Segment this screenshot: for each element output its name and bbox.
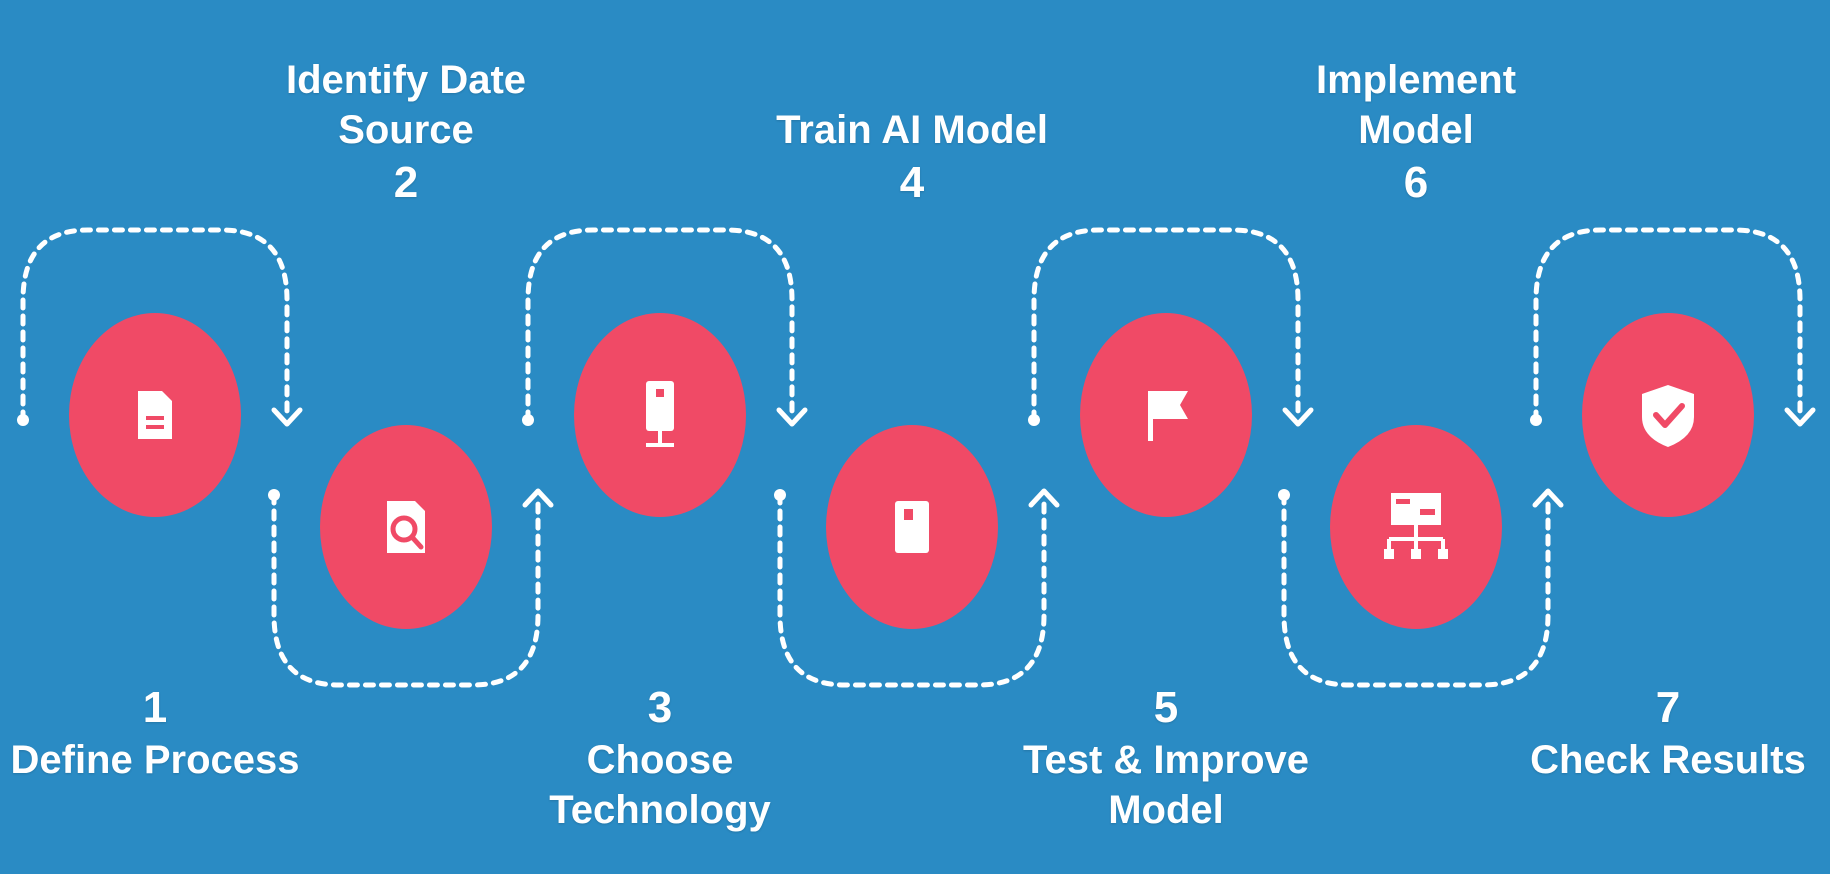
- step-node-4: [826, 425, 998, 629]
- step-node-2: [320, 425, 492, 629]
- arrowhead-down: [776, 407, 808, 427]
- path-dot: [522, 414, 534, 426]
- step-number: 5: [1153, 683, 1179, 732]
- step-title-line: Identify Date: [285, 58, 527, 102]
- flag-icon: [1148, 391, 1188, 441]
- step-node-5: [1080, 313, 1252, 517]
- book-icon: [895, 501, 929, 553]
- dashed-loop: [777, 492, 1047, 688]
- step-number: 1: [142, 683, 168, 732]
- path-dot: [1278, 489, 1290, 501]
- path-dot: [268, 489, 280, 501]
- step-title-line: Implement: [1315, 58, 1517, 102]
- device-network-icon: [646, 381, 674, 447]
- step-number: 2: [393, 158, 419, 207]
- step-node-3: [574, 313, 746, 517]
- step-title-line: Model: [1108, 788, 1224, 832]
- step-number: 7: [1655, 683, 1681, 732]
- step-title-line: Test & Improve: [1023, 738, 1309, 782]
- document-icon: [138, 391, 172, 439]
- step-title-line: Define Process: [10, 738, 300, 782]
- arrowhead-down: [1784, 407, 1816, 427]
- shield-check-icon: [1642, 385, 1694, 447]
- step-node-1: [69, 313, 241, 517]
- arrowhead-down: [271, 407, 303, 427]
- step-number: 4: [899, 158, 925, 207]
- step-node-7: [1582, 313, 1754, 517]
- step-title: Check Results: [1530, 735, 1806, 785]
- dashed-loop: [271, 492, 541, 688]
- step-title: Train AI Model: [776, 105, 1048, 155]
- dashed-loop: [525, 227, 795, 423]
- dashed-loop: [1533, 227, 1803, 423]
- dashed-loop: [1281, 492, 1551, 688]
- dashed-loop: [20, 227, 290, 423]
- step-number: 6: [1403, 158, 1429, 207]
- arrowhead-up: [522, 488, 554, 508]
- step-title-line: Check Results: [1530, 738, 1806, 782]
- step-title: Define Process: [10, 735, 299, 785]
- dashed-path: [17, 227, 1816, 688]
- dashed-loop: [1031, 227, 1301, 423]
- step-title-line: Model: [1358, 108, 1474, 152]
- step-number: 3: [647, 683, 673, 732]
- hierarchy-board-icon: [1384, 493, 1448, 559]
- path-dot: [1028, 414, 1040, 426]
- path-dot: [1530, 414, 1542, 426]
- path-dot: [774, 489, 786, 501]
- arrowhead-down: [1282, 407, 1314, 427]
- arrowhead-up: [1532, 488, 1564, 508]
- step-node-6: [1330, 425, 1502, 629]
- arrowhead-up: [1028, 488, 1060, 508]
- step-title-line: Source: [338, 108, 474, 152]
- step-title-line: Choose: [586, 738, 734, 782]
- step-title-line: Technology: [549, 788, 771, 832]
- step-label-4: Train AI Model 4: [776, 105, 1048, 210]
- step-title-line: Train AI Model: [776, 108, 1048, 152]
- search-document-icon: [387, 501, 425, 553]
- path-dot: [17, 414, 29, 426]
